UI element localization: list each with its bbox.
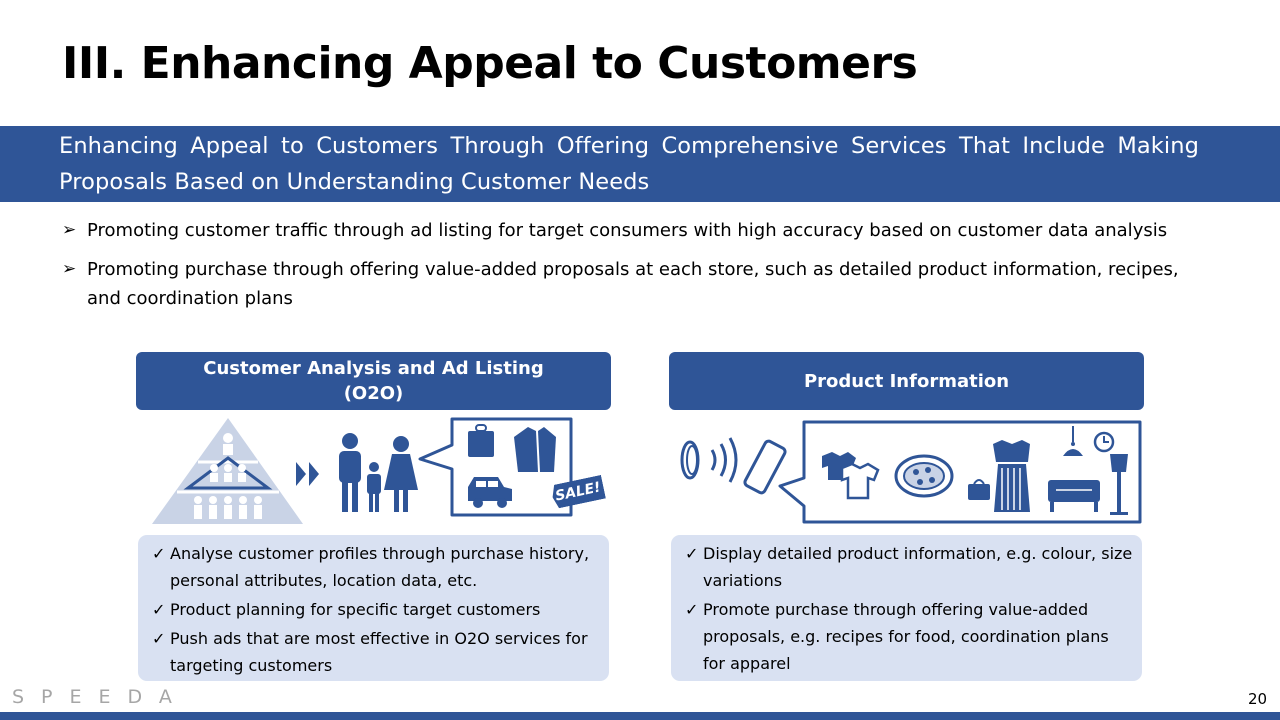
product-speech-bubble [778,420,1142,524]
family-icon [339,433,418,512]
bullet-list: ➢ Promoting customer traffic through ad … [62,216,1202,323]
double-chevron-icon [296,462,319,486]
bullet-item: ➢ Promoting customer traffic through ad … [62,216,1202,245]
ad-speech-bubble [418,417,573,517]
checklist-text: Promote purchase through offering value-… [703,600,1109,673]
checklist-text: Display detailed product information, e.… [703,544,1133,590]
heading-text: Product Information [803,370,1010,392]
customer-analysis-heading: Customer Analysis and Ad Listing (O2O) [136,352,611,410]
product-information-box: ✓ Display detailed product information, … [671,535,1142,681]
checklist-text: Push ads that are most effective in O2O … [170,629,588,675]
page-title: III. Enhancing Appeal to Customers [62,38,918,89]
bullet-text: Promoting purchase through offering valu… [87,259,1179,309]
checklist-item: ✓ Product planning for specific target c… [150,596,600,623]
bullet-item: ➢ Promoting purchase through offering va… [62,255,1202,313]
arrow-bullet-icon: ➢ [62,220,77,240]
checklist-item: ✓ Display detailed product information, … [683,540,1133,594]
banner-text: Enhancing Appeal to Customers Through Of… [59,133,1199,195]
checklist-text: Product planning for specific target cus… [170,600,541,619]
subtitle-banner [0,126,1280,202]
check-icon: ✓ [152,629,166,648]
smartphone-icon [743,439,787,495]
check-icon: ✓ [685,544,699,563]
speeda-logo: SPEEDA [12,686,189,708]
checklist-item: ✓ Analyse customer profiles through purc… [150,540,600,594]
check-icon: ✓ [152,544,166,563]
check-icon: ✓ [152,600,166,619]
product-information-heading: Product Information [669,352,1144,410]
beacon-signal-icon [680,437,738,483]
page-number: 20 [1248,690,1268,708]
customer-analysis-box: ✓ Analyse customer profiles through purc… [138,535,609,681]
checklist-item: ✓ Promote purchase through offering valu… [683,596,1133,677]
heading-line-2: (O2O) [343,383,404,404]
checklist-item: ✓ Push ads that are most effective in O2… [150,625,600,679]
bullet-text: Promoting customer traffic through ad li… [87,220,1168,241]
check-icon: ✓ [685,600,699,619]
heading-line-1: Customer Analysis and Ad Listing [203,358,544,379]
checklist-text: Analyse customer profiles through purcha… [170,544,590,590]
footer-bar [0,712,1280,720]
arrow-bullet-icon: ➢ [62,259,77,279]
customer-pyramid-icon [152,418,303,524]
